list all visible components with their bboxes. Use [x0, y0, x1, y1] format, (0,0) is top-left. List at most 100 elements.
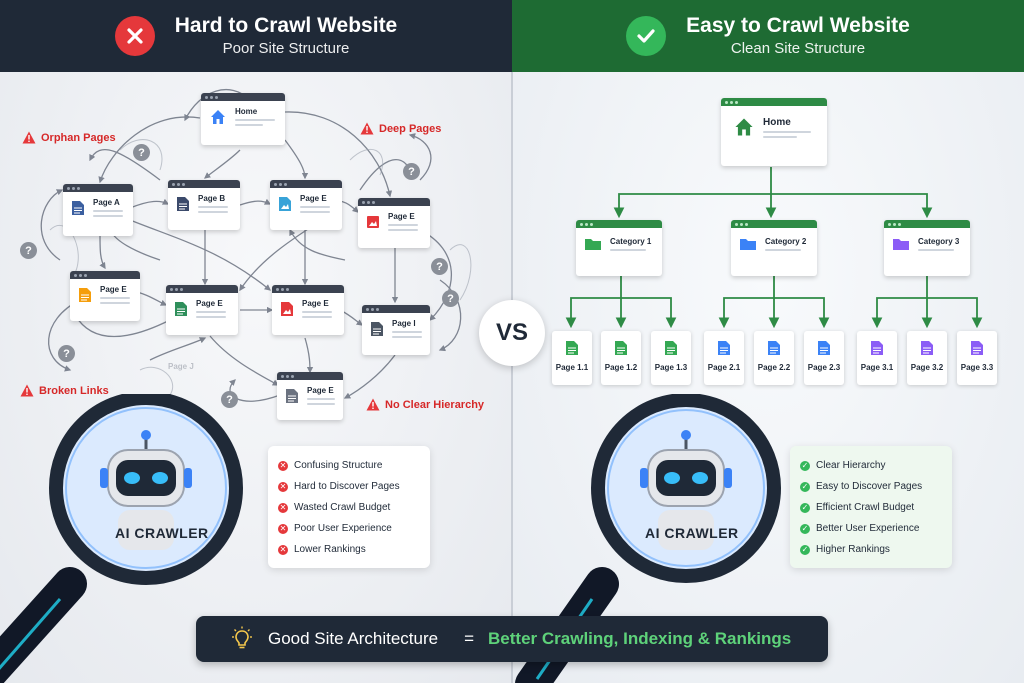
page-node: Page E — [358, 198, 430, 248]
list-item: ✕Wasted Crawl Budget — [278, 502, 391, 513]
document-icon — [921, 341, 933, 355]
footer-right-text: Better Crawling, Indexing & Rankings — [488, 629, 792, 648]
check-icon: ✓ — [800, 502, 810, 513]
document-icon — [286, 388, 298, 403]
x-icon: ✕ — [278, 502, 288, 513]
left-subtitle: Poor Site Structure — [222, 40, 350, 57]
document-icon — [371, 321, 383, 336]
warning-triangle-icon — [366, 398, 380, 411]
warning-label: Deep Pages — [379, 122, 442, 135]
check-icon: ✓ — [800, 544, 810, 555]
list-item: ✕Confusing Structure — [278, 460, 383, 471]
list-item: ✓Higher Rankings — [800, 544, 890, 555]
page-label: Page A — [93, 198, 120, 207]
image-file-icon — [279, 196, 291, 211]
page-label: Page E — [388, 212, 415, 221]
page-label: Page B — [198, 194, 226, 203]
leaf-page: Page 2.1 — [704, 331, 744, 385]
document-icon — [871, 341, 883, 355]
right-subtitle: Clean Site Structure — [730, 40, 866, 57]
x-icon: ✕ — [278, 481, 288, 492]
warning-broken-links: Broken Links — [20, 384, 109, 397]
document-icon — [79, 287, 91, 302]
faded-page-label: Page J — [168, 362, 194, 371]
page-label: Page E — [100, 285, 127, 294]
page-node: Page E — [277, 372, 343, 420]
x-icon: ✕ — [278, 523, 288, 534]
page-label: Page E — [196, 299, 223, 308]
warning-triangle-icon — [360, 122, 374, 135]
left-header: Hard to Crawl Website Poor Site Structur… — [0, 0, 512, 72]
category-node: Category 1 — [576, 220, 662, 276]
category-node: Category 3 — [884, 220, 970, 276]
document-icon — [665, 341, 677, 355]
page-label: Page E — [302, 299, 329, 308]
question-icon: ? — [58, 345, 75, 362]
page-label: Page E — [300, 194, 327, 203]
right-title: Easy to Crawl Website — [686, 14, 910, 37]
category-label: Category 3 — [918, 237, 960, 246]
leaf-page: Page 3.3 — [957, 331, 997, 385]
list-item: ✕Poor User Experience — [278, 523, 392, 534]
crawler-label: AI CRAWLER — [115, 525, 209, 541]
category-node: Category 2 — [731, 220, 817, 276]
home-page-node: Home — [201, 93, 285, 145]
page-node: Page E — [70, 271, 140, 321]
list-item: ✓Clear Hierarchy — [800, 460, 886, 471]
crawler-label: AI CRAWLER — [645, 525, 739, 541]
panel-divider — [511, 72, 513, 683]
check-icon: ✓ — [800, 460, 810, 471]
house-icon — [211, 109, 225, 124]
list-item: ✓Efficient Crawl Budget — [800, 502, 915, 513]
leaf-page: Page 3.1 — [857, 331, 897, 385]
warning-triangle-icon — [22, 131, 36, 144]
category-label: Category 2 — [765, 237, 807, 246]
warning-orphan-pages: Orphan Pages — [22, 131, 116, 144]
home-label: Home — [235, 107, 258, 116]
warning-triangle-icon — [20, 384, 34, 397]
question-icon: ? — [442, 290, 459, 307]
page-node: Page A — [63, 184, 133, 236]
question-icon: ? — [20, 242, 37, 259]
page-node: Page I — [362, 305, 430, 355]
category-label: Category 1 — [610, 237, 652, 246]
document-icon — [718, 341, 730, 355]
list-item: ✕Lower Rankings — [278, 544, 366, 555]
list-item: ✕Hard to Discover Pages — [278, 481, 400, 492]
ai-crawler-magnifier-icon — [0, 394, 243, 683]
question-icon: ? — [431, 258, 448, 275]
right-header: Easy to Crawl Website Clean Site Structu… — [512, 0, 1024, 72]
leaf-page: Page 1.2 — [601, 331, 641, 385]
warning-deep-pages: Deep Pages — [360, 122, 441, 135]
document-icon — [615, 341, 627, 355]
question-icon: ? — [403, 163, 420, 180]
left-title: Hard to Crawl Website — [174, 14, 398, 37]
folder-icon — [740, 239, 756, 250]
lightbulb-icon — [232, 626, 252, 649]
home-page-node: Home — [721, 98, 827, 166]
footer-banner: Good Site Architecture = Better Crawling… — [196, 616, 828, 662]
page-label: Page E — [307, 386, 334, 395]
page-node: Page E — [270, 180, 342, 230]
list-item: ✓Better User Experience — [800, 523, 920, 534]
leaf-page: Page 1.1 — [552, 331, 592, 385]
warning-label: Broken Links — [39, 384, 109, 397]
document-icon — [768, 341, 780, 355]
problems-list: ✕Confusing Structure ✕Hard to Discover P… — [268, 446, 430, 568]
document-icon — [72, 200, 84, 215]
document-icon — [566, 341, 578, 355]
leaf-page: Page 3.2 — [907, 331, 947, 385]
list-item: ✓Easy to Discover Pages — [800, 481, 923, 492]
warning-no-hierarchy: No Clear Hierarchy — [366, 398, 484, 411]
document-icon — [818, 341, 830, 355]
leaf-page: Page 1.3 — [651, 331, 691, 385]
page-node: Page E — [272, 285, 344, 335]
right-panel: Easy to Crawl Website Clean Site Structu… — [512, 0, 1024, 683]
warning-label: Orphan Pages — [41, 131, 116, 144]
warning-label: No Clear Hierarchy — [385, 398, 485, 411]
footer-left-text: Good Site Architecture — [268, 629, 439, 648]
footer-equals: = — [464, 629, 475, 648]
tree-links — [565, 167, 983, 329]
document-icon — [177, 196, 189, 211]
document-icon — [971, 341, 983, 355]
